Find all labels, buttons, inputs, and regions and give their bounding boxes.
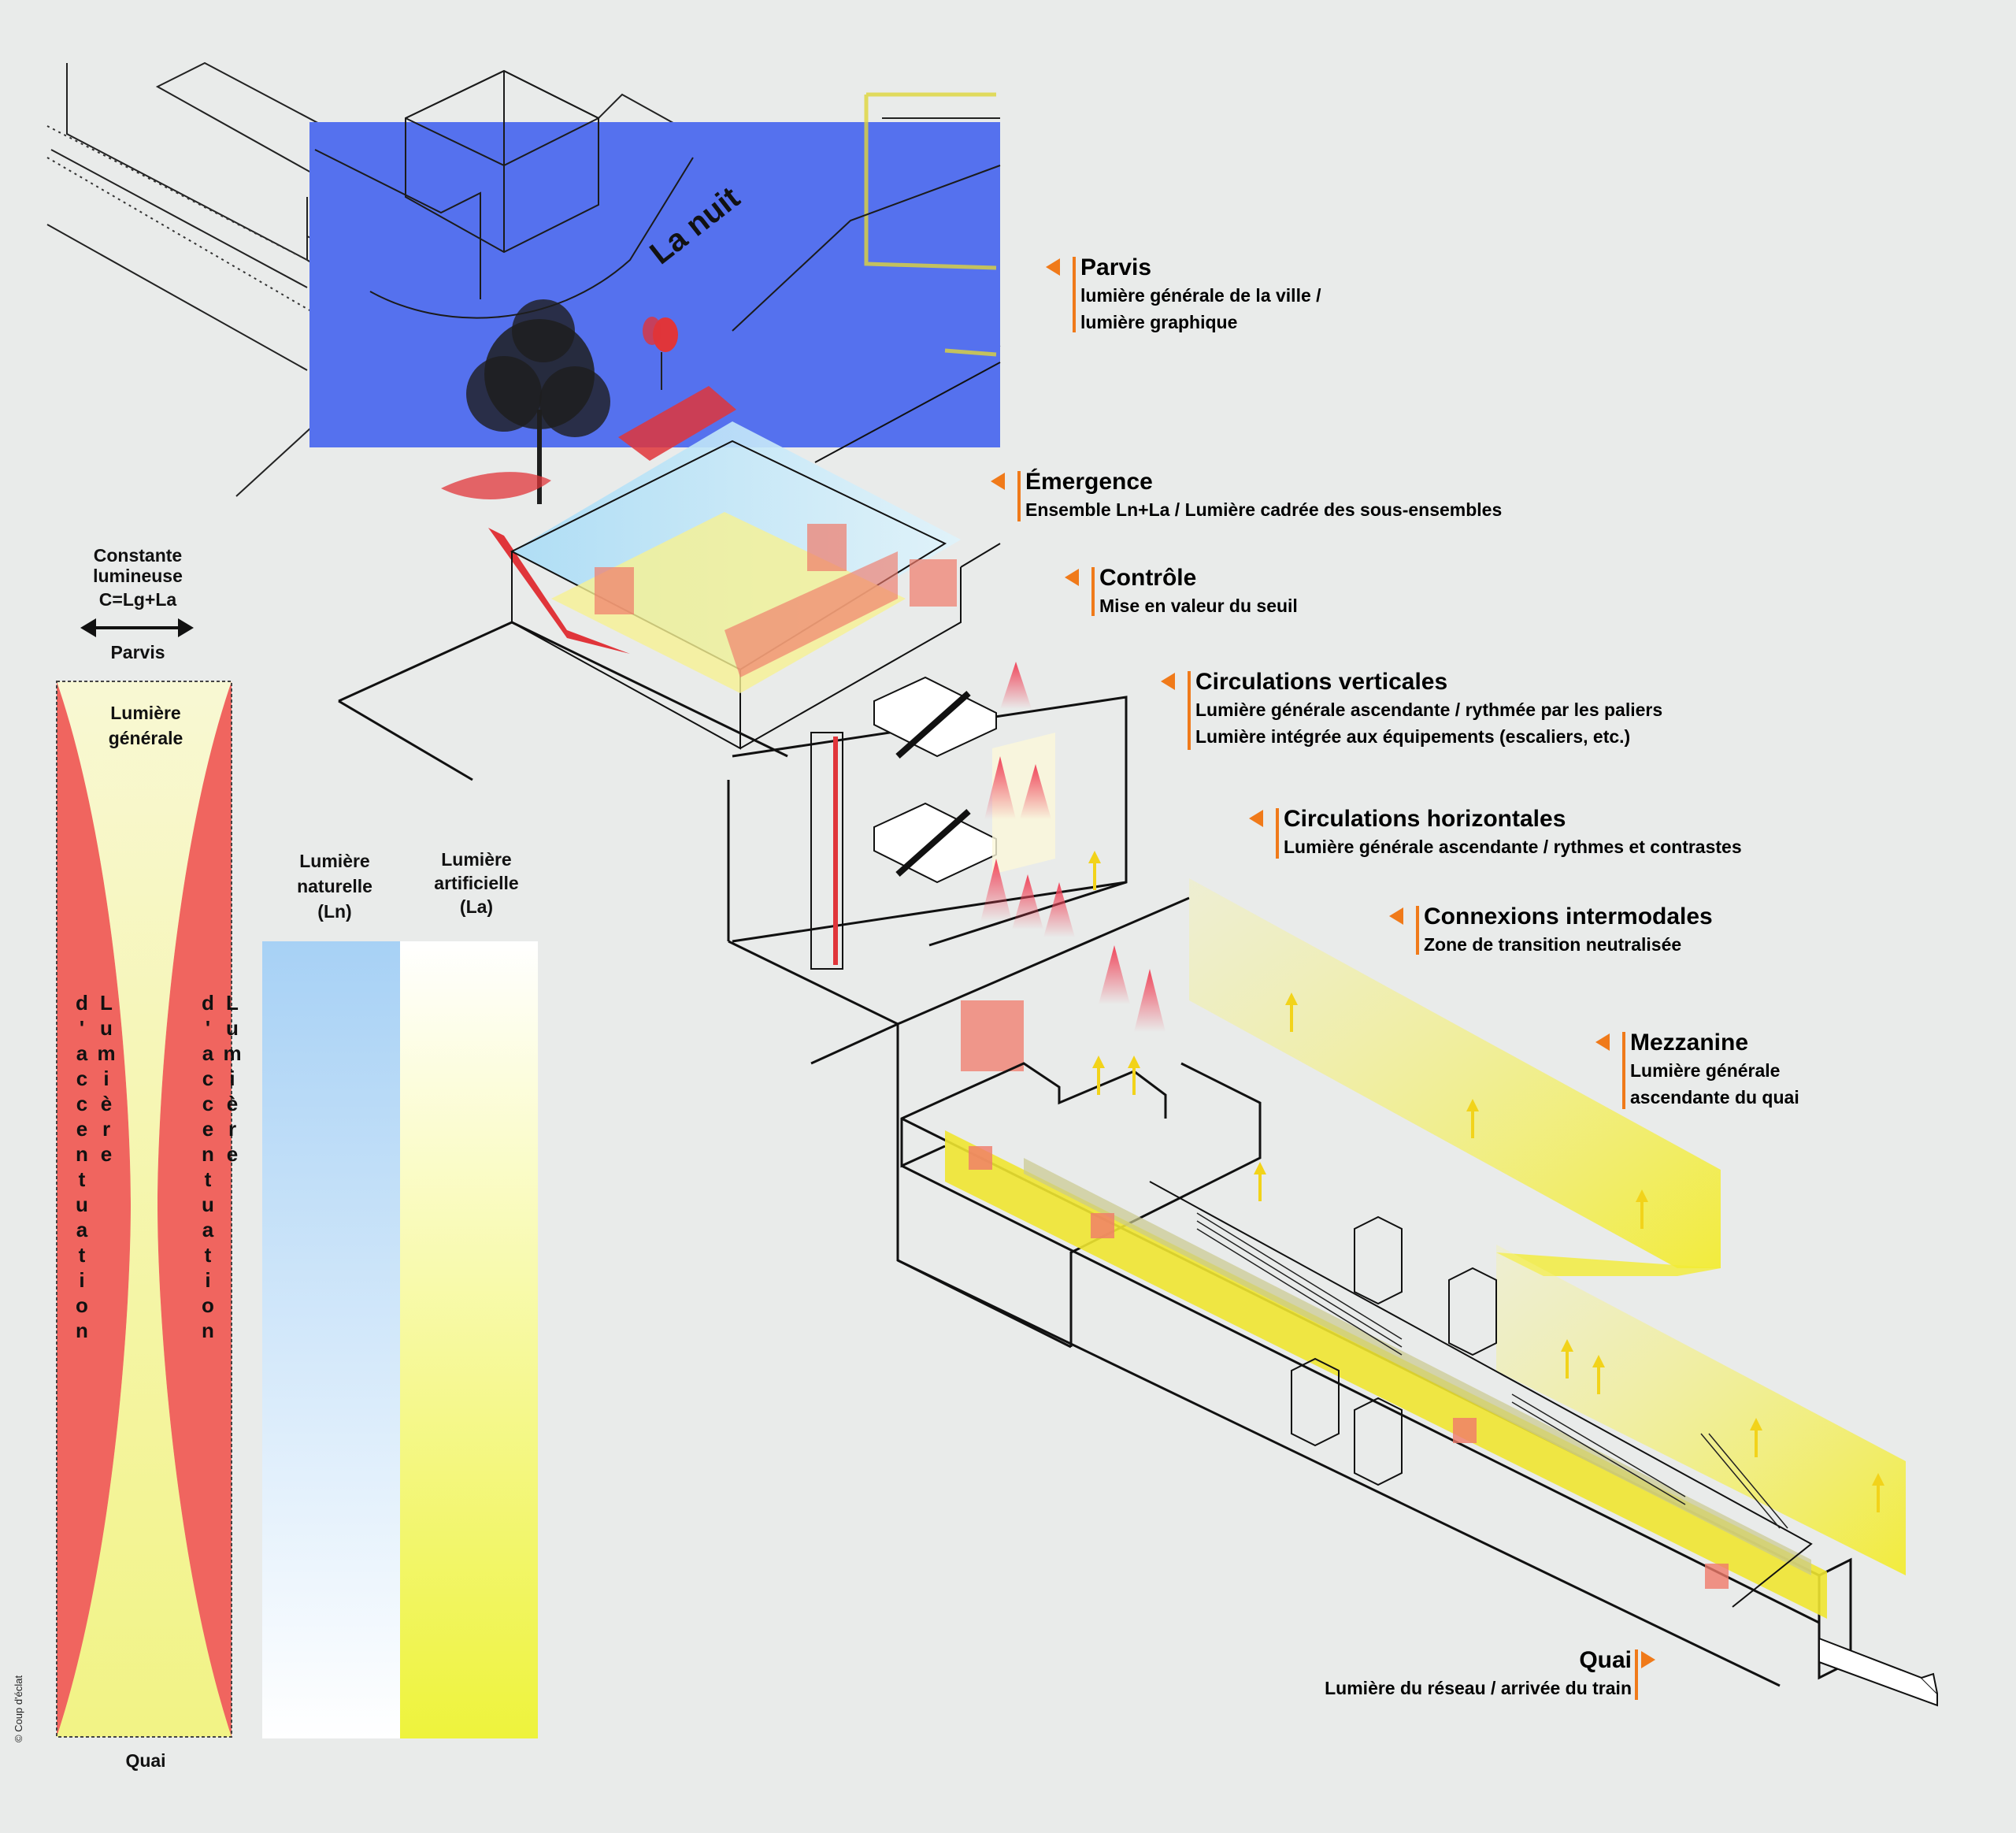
label-connexions-intermodales: Connexions intermodales Zone de transiti… [1389,903,1713,958]
orange-marker-icon [1046,258,1060,276]
tree-illustration [466,299,610,504]
orange-marker-icon [1065,569,1079,586]
artificial-light-bar [400,941,538,1738]
orange-marker-icon [1595,1033,1610,1051]
copyright-text: © Coup d'éclat [13,1675,24,1742]
natural-light-bar [262,941,400,1738]
lumiere-artificielle-label: Lumière artificielle (La) [434,849,519,917]
label-circulations-horizontales: Circulations horizontales Lumière généra… [1249,805,1742,860]
mezzanine-light-panel [1189,878,1721,1268]
quai-legend-label: Quai [125,1750,166,1771]
orange-marker-icon [1249,810,1263,827]
orange-marker-icon [991,473,1005,490]
accentuation-right-label: Lumière d'accentuation [196,991,244,1344]
orange-marker-icon [1641,1651,1655,1668]
constante-label: Constante lumineuse C=Lg+La [93,545,183,610]
lumiere-generale-label: Lumière générale [108,703,183,748]
label-controle: Contrôle Mise en valeur du seuil [1065,564,1298,619]
label-emergence: Émergence Ensemble Ln+La / Lumière cadré… [991,468,1502,523]
orange-marker-icon [1161,673,1175,690]
night-sky-panel [309,122,1000,447]
orange-marker-icon [1389,907,1403,925]
parvis-legend-label: Parvis [110,642,165,662]
label-parvis: Parvis lumière générale de la ville / lu… [1046,254,1321,336]
light-arrows [1088,851,1884,1512]
quai-light-panel [1496,1245,1906,1575]
accentuation-left-label: Lumière d'accentuation [70,991,118,1344]
parvis-double-arrow [80,618,194,637]
label-mezzanine: Mezzanine Lumière générale ascendante du… [1595,1029,1799,1111]
constancy-gauge [56,681,232,1738]
lumiere-naturelle-label: Lumière naturelle (Ln) [297,851,372,922]
label-quai: Quai Lumière du réseau / arrivée du trai… [1317,1646,1655,1701]
label-circulations-verticales: Circulations verticales Lumière générale… [1161,668,1662,750]
train-illustration [1818,1637,1938,1707]
accent-cones [980,662,1166,1032]
